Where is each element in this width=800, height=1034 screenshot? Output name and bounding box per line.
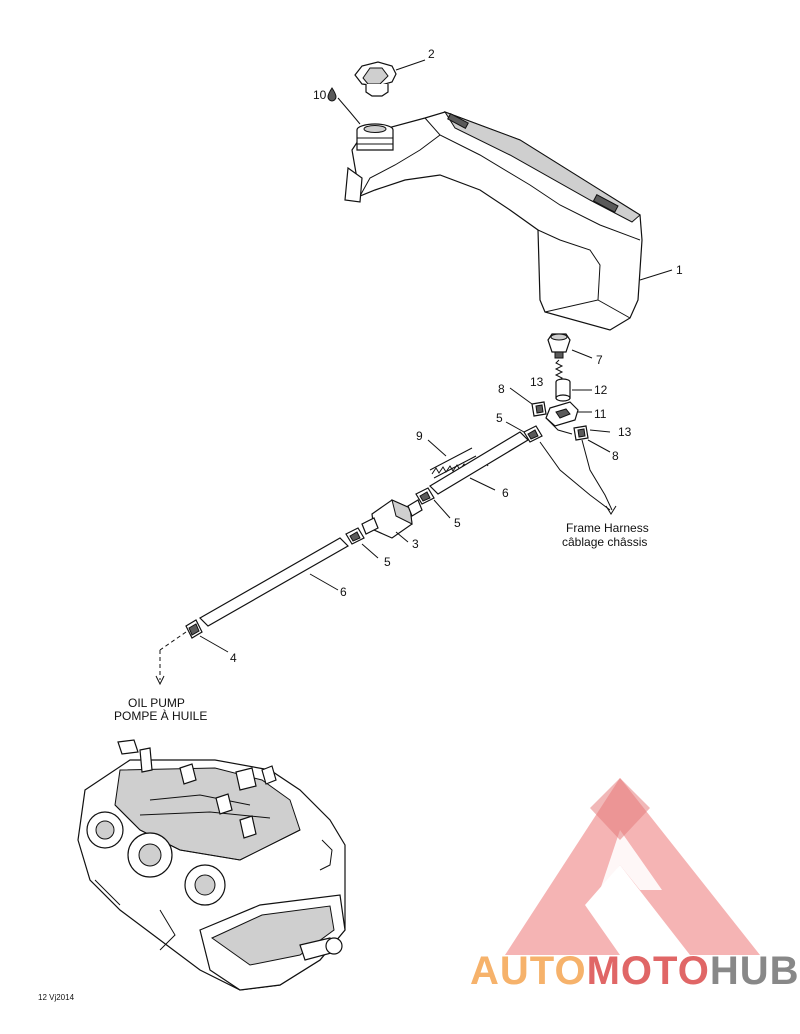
callout-2: 2 — [428, 47, 435, 61]
callout-13-right: 13 — [618, 425, 632, 439]
callout-5-lower: 5 — [384, 555, 391, 569]
watermark-part-2: MOTO — [587, 949, 710, 993]
watermark-text: AUTOMOTOHUB — [470, 949, 800, 993]
callout-6-lower: 6 — [340, 585, 347, 599]
level-sensor — [555, 378, 592, 402]
connector-left — [509, 387, 547, 417]
clamp-mid — [415, 487, 451, 519]
oil-tank — [344, 111, 673, 331]
callout-8-right: 8 — [612, 449, 619, 463]
fuel-filter — [361, 499, 423, 543]
oil-pump-caption: OIL PUMP — [128, 696, 185, 710]
captions: Frame Harness câblage châssis OIL PUMP P… — [38, 521, 649, 1002]
oil-drop-icon — [327, 87, 337, 102]
callout-5-upper: 5 — [496, 411, 503, 425]
callout-4: 4 — [230, 651, 237, 665]
watermark-part-3: HUB — [710, 949, 800, 993]
outlet-fitting — [547, 333, 593, 359]
watermark-logo — [505, 778, 760, 955]
clamp-upper — [505, 421, 543, 443]
callout-11: 11 — [594, 407, 607, 421]
tee-fitting — [545, 401, 592, 427]
watermark-part-1: AUTO — [470, 949, 587, 993]
link-spring — [554, 359, 564, 382]
engine — [77, 739, 346, 991]
callout-6-upper: 6 — [502, 486, 509, 500]
callouts: 1 2 3 4 5 5 5 6 6 7 8 8 9 10 11 12 13 13 — [230, 47, 683, 665]
callout-13-left: 13 — [530, 375, 544, 389]
oil-pump-caption-fr: POMPE À HUILE — [114, 708, 207, 723]
clamp-lower — [345, 527, 379, 559]
callout-5-mid: 5 — [454, 516, 461, 530]
callout-12: 12 — [594, 383, 608, 397]
frame-harness-caption: Frame Harness — [566, 521, 649, 535]
connector-right — [545, 417, 611, 453]
callout-10: 10 — [313, 88, 327, 102]
callout-1: 1 — [676, 263, 683, 277]
callout-9: 9 — [416, 429, 423, 443]
pump-fitting — [155, 619, 229, 686]
callout-7: 7 — [596, 353, 603, 367]
filler-neck — [337, 97, 394, 151]
wires-to-harness — [539, 439, 617, 515]
tank-cap — [354, 59, 426, 97]
hose-upper — [429, 431, 529, 495]
callout-8-left: 8 — [498, 382, 505, 396]
frame-harness-caption-fr: câblage châssis — [562, 535, 647, 549]
hose-lower — [199, 537, 349, 627]
callout-3: 3 — [412, 537, 419, 551]
drawing-code: 12 Vj2014 — [38, 993, 75, 1002]
